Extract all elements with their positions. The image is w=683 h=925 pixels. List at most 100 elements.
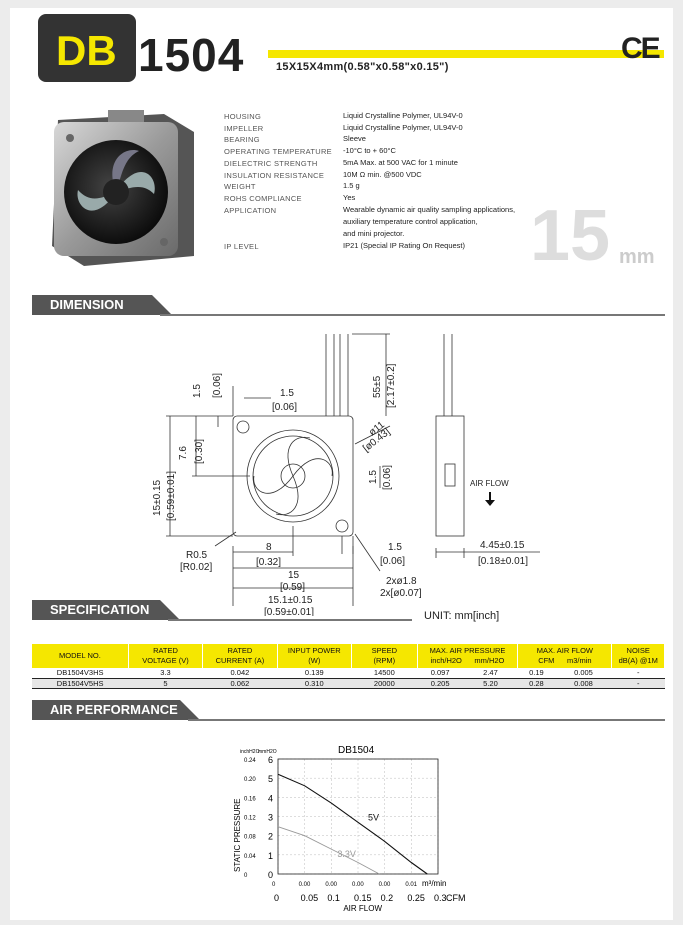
spec-label: ROHS COMPLIANCE <box>224 193 302 203</box>
table-cell: DB1504V5HS <box>32 678 129 689</box>
dim-label: 1.5 <box>192 384 203 398</box>
dim-label: [0.18±0.01] <box>478 556 528 567</box>
spec-value: IP21 (Special IP Rating On Request) <box>343 240 466 250</box>
y-tick-label: 4 <box>268 793 273 803</box>
y-tick-label: 0.16 <box>244 796 256 802</box>
dim-label: [0.06] <box>212 373 223 398</box>
dim-label: 15±0.15 <box>152 479 163 516</box>
y-tick-label: 0 <box>244 873 248 879</box>
dim-label: [R0.02] <box>180 562 212 573</box>
table-cell: 0.28 <box>517 678 556 689</box>
x-unit-label: CFM <box>446 893 466 903</box>
x-tick-label: 0.00 <box>299 882 311 888</box>
section-specification-title: SPECIFICATION <box>32 600 180 620</box>
table-cell: 0.042 <box>202 668 278 679</box>
dim-label: 2xø1.8 <box>386 576 417 587</box>
x-tick-label: 0 <box>272 882 276 888</box>
spec-value: Yes <box>343 192 356 202</box>
table-cell: 0.139 <box>277 668 352 679</box>
table-header: INPUT POWER(W) <box>277 644 353 668</box>
dim-label: 8 <box>266 542 272 553</box>
table-cell: 5.20 <box>463 678 518 689</box>
series-line <box>277 773 428 875</box>
spec-label: OPERATING TEMPERATURE <box>224 147 332 157</box>
table-header: SPEED(RPM) <box>351 644 418 668</box>
section-dimension: DIMENSION <box>32 295 665 316</box>
table-cell: 0.005 <box>555 668 612 679</box>
spec-label: DIELECTRIC STRENGTH <box>224 158 318 168</box>
spec-label: APPLICATION <box>224 205 277 215</box>
section-divider <box>160 314 665 316</box>
section-specification: SPECIFICATION <box>32 600 412 621</box>
x-tick-label: 0.00 <box>379 882 391 888</box>
table-cell: 0.062 <box>202 678 278 689</box>
x-axis-label: AIR FLOW <box>343 904 382 913</box>
plot-frame <box>277 758 439 875</box>
dim-label: 4.45±0.15 <box>480 540 525 551</box>
dim-label: 1.5 <box>280 388 294 399</box>
dim-label: [2.17±0.2] <box>386 363 397 408</box>
table-cell: 3.3 <box>128 668 203 679</box>
x-tick-label: 0 <box>274 893 279 903</box>
size-badge-number: 15 <box>530 196 611 276</box>
dim-label: [0.06] <box>380 556 405 567</box>
spec-value: 5mA Max. at 500 VAC for 1 minute <box>343 157 458 167</box>
x-tick-label: 0.1 <box>327 893 340 903</box>
dim-label: 1.5 <box>368 470 379 484</box>
size-badge-unit: mm <box>619 246 655 268</box>
y-tick-label: 0.24 <box>244 758 256 764</box>
series-line <box>277 826 380 875</box>
table-cell: 14500 <box>351 668 418 679</box>
y-tick-label: 0.20 <box>244 777 256 783</box>
dim-label: [0.06] <box>382 465 393 490</box>
table-cell: 0.097 <box>417 668 464 679</box>
spec-label: BEARING <box>224 135 260 145</box>
header-accent-bar <box>268 50 664 58</box>
spec-label: WEIGHT <box>224 182 256 192</box>
spec-label: INSULATION RESISTANCE <box>224 170 325 180</box>
dim-label: 2x[ø0.07] <box>380 588 422 599</box>
series-label: 5V <box>368 812 379 822</box>
product-photo <box>52 110 194 266</box>
y-unit-label: inchH2O <box>240 749 260 755</box>
table-cell: - <box>611 668 665 679</box>
x-tick-label: 0.15 <box>354 893 372 903</box>
ce-mark-icon: CE <box>621 32 661 65</box>
spec-label: IMPELLER <box>224 123 264 133</box>
spec-value: Liquid Crystalline Polymer, UL94V-0 <box>343 111 463 120</box>
series-label: 3.3V <box>337 849 356 859</box>
air-performance-chart: DB1504inchH2OmmH2O65432100.240.200.160.1… <box>233 745 466 913</box>
table-cell: 0.310 <box>277 678 352 689</box>
x-tick-label: 0.2 <box>381 893 394 903</box>
dim-label: [0.59±0.01] <box>166 471 177 521</box>
air-flow-label: AIR FLOW <box>470 479 509 488</box>
section-air-performance: AIR PERFORMANCE <box>32 700 665 721</box>
dim-label: [0.30] <box>194 439 205 464</box>
y-tick-label: 1 <box>268 851 273 861</box>
x-tick-label: 0.00 <box>325 882 337 888</box>
y-tick-label: 3 <box>268 813 273 823</box>
x-tick-label: 0.01 <box>405 882 417 888</box>
table-cell: 20000 <box>351 678 418 689</box>
y-axis-label: STATIC PRESSURE <box>233 799 242 873</box>
spec-value: 10M Ω min. @500 VDC <box>343 169 422 179</box>
y-tick-label: 2 <box>268 832 273 842</box>
y-tick-label: 6 <box>268 755 273 765</box>
spec-value: 1.5 g <box>343 181 360 191</box>
y-tick-label: 0 <box>268 870 273 880</box>
dim-label: R0.5 <box>186 550 208 561</box>
x-tick-label: 0.25 <box>407 893 425 903</box>
unit-note: UNIT: mm[inch] <box>424 610 500 622</box>
dim-label: 15 <box>288 570 300 581</box>
x-unit-label: m³/min <box>422 879 446 888</box>
spec-value: Sleeve <box>343 134 366 144</box>
dim-label: 55±5 <box>372 375 383 398</box>
section-divider <box>188 719 665 721</box>
table-cell: 0.008 <box>555 678 612 689</box>
